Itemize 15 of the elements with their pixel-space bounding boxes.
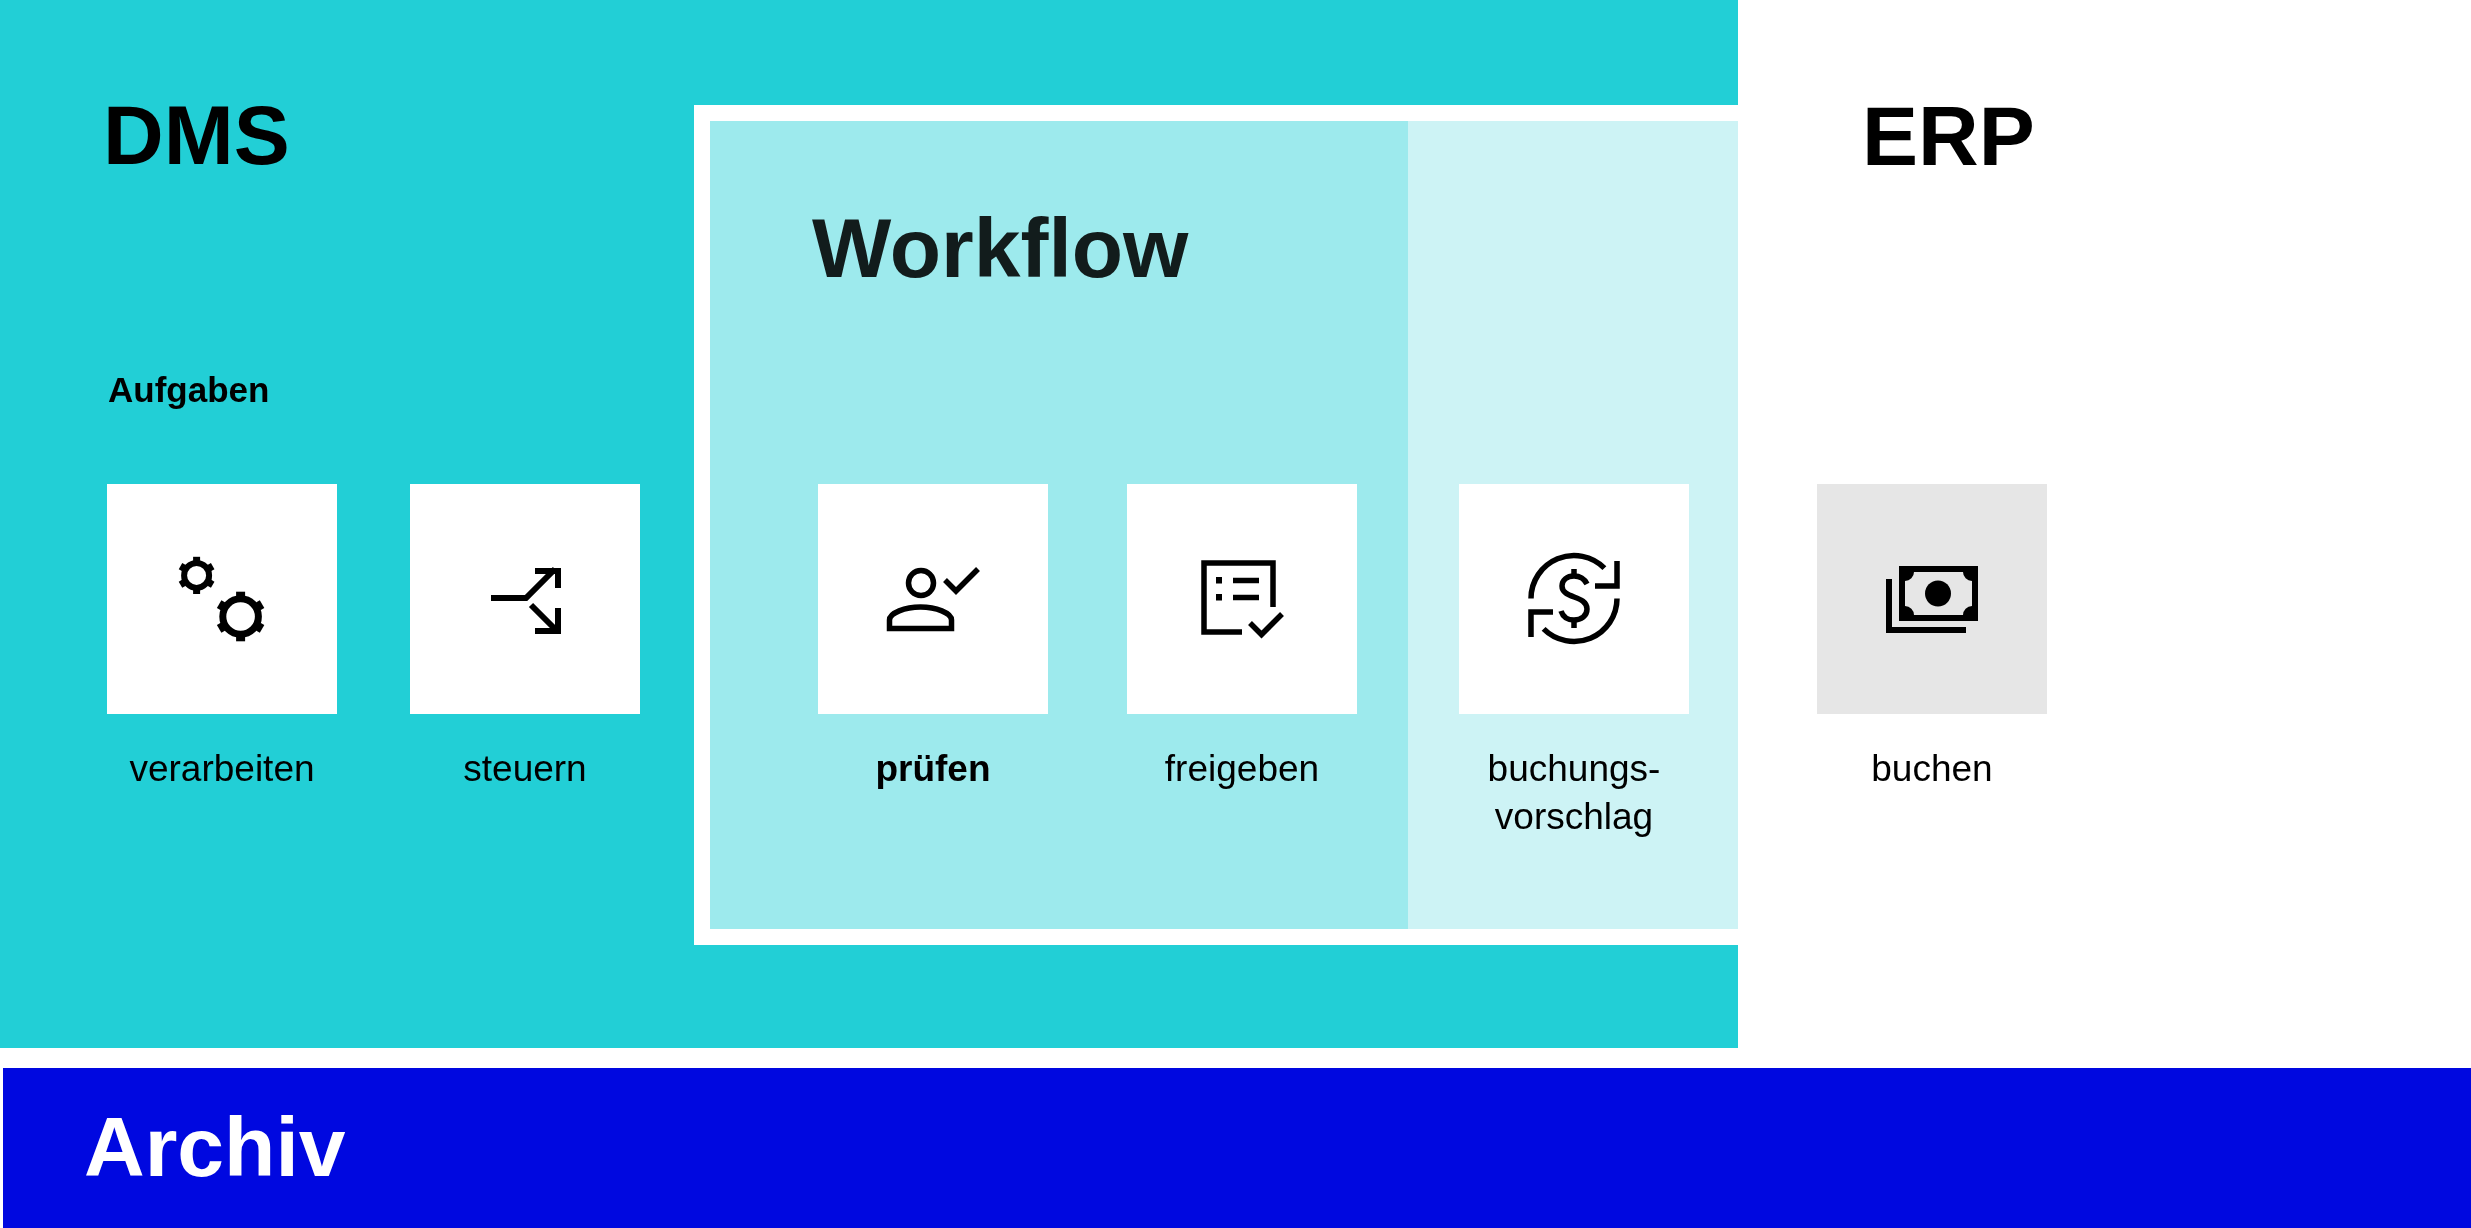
- bar-title: Archiv: [84, 1105, 346, 1189]
- section-heading: Aufgaben: [108, 372, 270, 407]
- panel-title: Workflow: [812, 206, 1189, 290]
- task-label: buchungs- vorschlag: [1487, 748, 1661, 837]
- workflow-panel: [694, 105, 1738, 945]
- task-label: prüfen: [875, 748, 991, 789]
- task-label: freigeben: [1164, 748, 1320, 789]
- shaded-band: [1408, 121, 1738, 929]
- task-label: steuern: [463, 748, 587, 789]
- archive-bar: [3, 1068, 2471, 1228]
- task-label: buchen: [1871, 748, 1993, 789]
- panel-title: DMS: [103, 93, 290, 177]
- task-label: verarbeiten: [129, 748, 315, 789]
- system-panel: [0, 0, 1738, 1048]
- section-title: ERP: [1862, 94, 2035, 178]
